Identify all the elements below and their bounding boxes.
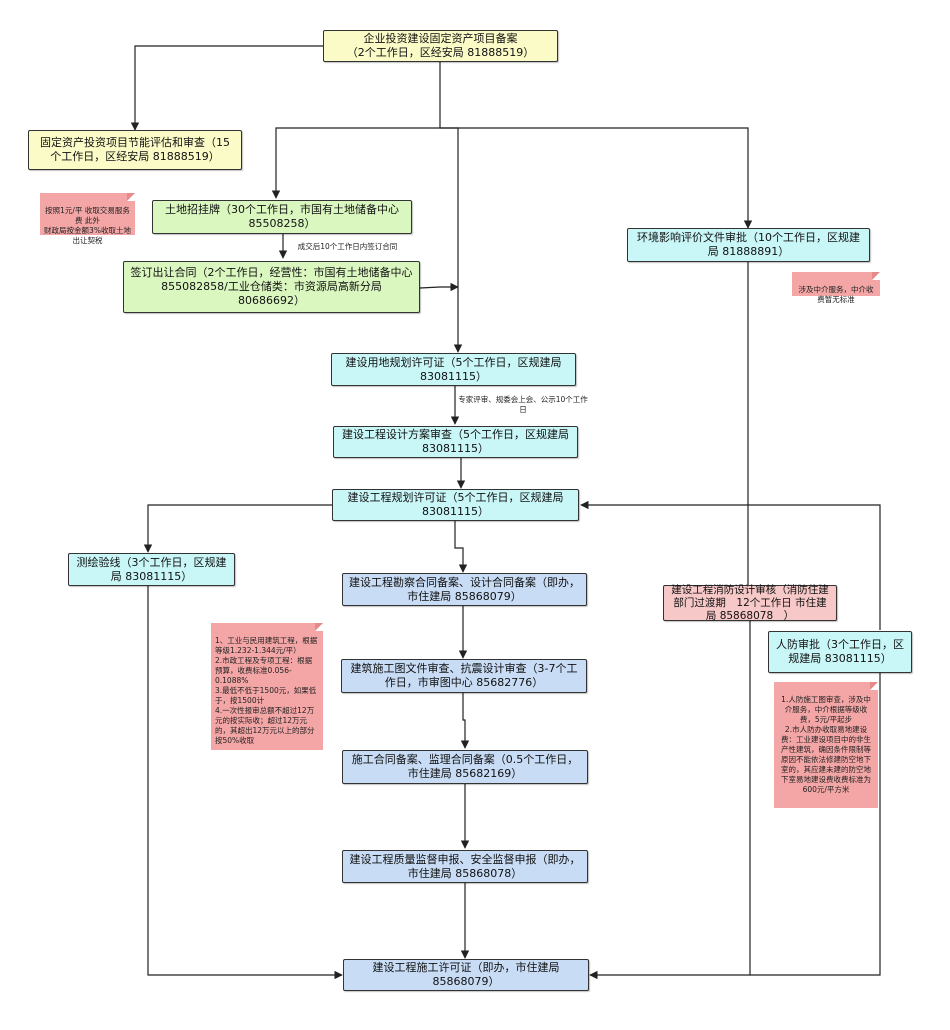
design-review-box[interactable]: 建设工程设计方案审查（5个工作日，区规建局 83081115） bbox=[333, 426, 578, 458]
land-fee-text: 按照1元/平 收取交易服务费 此外 财政局按金额3%收取土地出让契税 bbox=[44, 206, 131, 245]
survey-contract-box[interactable]: 建设工程勘察合同备案、设计合同备案（即办，市住建局 85868079） bbox=[342, 573, 587, 606]
expert-review-label: 专家评审、规委会上会、公示10个工作日 bbox=[457, 395, 589, 415]
land-permit-box[interactable]: 建设用地规划许可证（5个工作日，区规建局 83081115） bbox=[331, 353, 576, 386]
civil-defense-text: 人防审批（3个工作日，区规建局 83081115） bbox=[776, 638, 904, 665]
edge-drawing-construction bbox=[460, 693, 470, 749]
land-contract-text: 签订出让合同（2个工作日，经营性：市国有土地储备中心 855082858/工业仓… bbox=[130, 266, 413, 307]
env-approval-text: 环境影响评价文件审批（10个工作日，区规建局 81888891） bbox=[637, 231, 860, 258]
civil-fee-note: 1.人防施工图审查，涉及中介服务，中介根据等级收费，5元/平起步 2.市人防办收… bbox=[774, 682, 878, 808]
edge-civil-planning bbox=[580, 500, 881, 630]
drawing-review-box[interactable]: 建筑施工图文件审查、抗震设计审查（3-7个工作日，市审图中心 85682776） bbox=[341, 659, 587, 693]
contract-deadline-text: 成交后10个工作日内签订合同 bbox=[297, 242, 398, 251]
edge-fire-permit bbox=[589, 620, 751, 980]
survey-box[interactable]: 测绘验线（3个工作日，区规建局 83081115） bbox=[68, 553, 235, 586]
survey-contract-text: 建设工程勘察合同备案、设计合同备案（即办，市住建局 85868079） bbox=[349, 575, 580, 603]
land-fee-note: 按照1元/平 收取交易服务费 此外 财政局按金额3%收取土地出让契税 bbox=[40, 193, 135, 245]
edge-civil-permit bbox=[750, 672, 881, 976]
civil-defense-box[interactable]: 人防审批（3个工作日，区规建局 83081115） bbox=[768, 631, 912, 673]
drawing-fee-text: 1、工业与民用建筑工程，根据等级1.232-1.344元/平） 2.市政工程及专… bbox=[215, 636, 318, 745]
planning-permit-box[interactable]: 建设工程规划许可证（5个工作日，区规建局 83081115） bbox=[332, 489, 579, 521]
edge-filing-auction bbox=[271, 127, 458, 199]
edge-filing-env bbox=[458, 127, 753, 229]
env-approval-box[interactable]: 环境影响评价文件审批（10个工作日，区规建局 81888891） bbox=[627, 228, 870, 262]
project-filing-text: 企业投资建设固定资产项目备案 （2个工作日，区经安局 81888519） bbox=[346, 32, 535, 59]
env-fee-note: 涉及中介服务，中介收费暂无标准 bbox=[792, 272, 880, 304]
construction-permit-text: 建设工程施工许可证（即办，市住建局 85868079） bbox=[372, 961, 560, 988]
edge-filing-landpermit bbox=[439, 62, 463, 353]
design-review-text: 建设工程设计方案审查（5个工作日，区规建局 83081115） bbox=[342, 428, 569, 455]
expert-review-text: 专家评审、规委会上会、公示10个工作日 bbox=[458, 395, 588, 414]
contract-deadline-label: 成交后10个工作日内签订合同 bbox=[290, 242, 405, 252]
edge-planning-surveycontract bbox=[454, 521, 468, 573]
construction-contract-text: 施工合同备案、监理合同备案（0.5个工作日，市住建局 85682169） bbox=[351, 753, 579, 780]
planning-permit-text: 建设工程规划许可证（5个工作日，区规建局 83081115） bbox=[347, 491, 564, 518]
env-fee-text: 涉及中介服务，中介收费暂无标准 bbox=[798, 285, 874, 304]
fire-review-text: 建设工程消防设计审核（消防住建部门过渡期 12个工作日 市住建局 8586807… bbox=[671, 583, 829, 622]
survey-text: 测绘验线（3个工作日，区规建局 83081115） bbox=[76, 555, 227, 583]
land-auction-text: 土地招挂牌（30个工作日，市国有土地储备中心 85508258） bbox=[165, 203, 399, 230]
edge-survey-permit bbox=[147, 586, 343, 980]
energy-assessment-box[interactable]: 固定资产投资项目节能评估和审查（15个工作日，区经安局 81888519） bbox=[28, 130, 242, 170]
land-permit-text: 建设用地规划许可证（5个工作日，区规建局 83081115） bbox=[345, 355, 562, 383]
drawing-review-text: 建筑施工图文件审查、抗震设计审查（3-7个工作日，市审图中心 85682776） bbox=[350, 662, 578, 689]
quality-report-text: 建设工程质量监督申报、安全监督申报（即办，市住建局 85868078） bbox=[349, 852, 581, 880]
land-contract-box[interactable]: 签订出让合同（2个工作日，经营性：市国有土地储备中心 855082858/工业仓… bbox=[123, 261, 420, 313]
civil-fee-text: 1.人防施工图审查，涉及中介服务，中介根据等级收费，5元/平起步 2.市人防办收… bbox=[781, 695, 871, 794]
project-filing-box[interactable]: 企业投资建设固定资产项目备案 （2个工作日，区经安局 81888519） bbox=[323, 30, 558, 62]
edge-planning-survey bbox=[143, 504, 332, 553]
construction-permit-box[interactable]: 建设工程施工许可证（即办，市住建局 85868079） bbox=[343, 959, 589, 991]
quality-report-box[interactable]: 建设工程质量监督申报、安全监督申报（即办，市住建局 85868078） bbox=[342, 850, 588, 883]
energy-assessment-text: 固定资产投资项目节能评估和审查（15个工作日，区经安局 81888519） bbox=[40, 136, 230, 163]
fire-review-box[interactable]: 建设工程消防设计审核（消防住建部门过渡期 12个工作日 市住建局 8586807… bbox=[663, 583, 837, 622]
drawing-fee-note: 1、工业与民用建筑工程，根据等级1.232-1.344元/平） 2.市政工程及专… bbox=[211, 623, 323, 750]
land-auction-box[interactable]: 土地招挂牌（30个工作日，市国有土地储备中心 85508258） bbox=[152, 200, 412, 234]
edge-contract-main bbox=[419, 282, 459, 292]
construction-contract-box[interactable]: 施工合同备案、监理合同备案（0.5个工作日，市住建局 85682169） bbox=[342, 750, 588, 784]
edge-filing-energy bbox=[130, 45, 323, 131]
